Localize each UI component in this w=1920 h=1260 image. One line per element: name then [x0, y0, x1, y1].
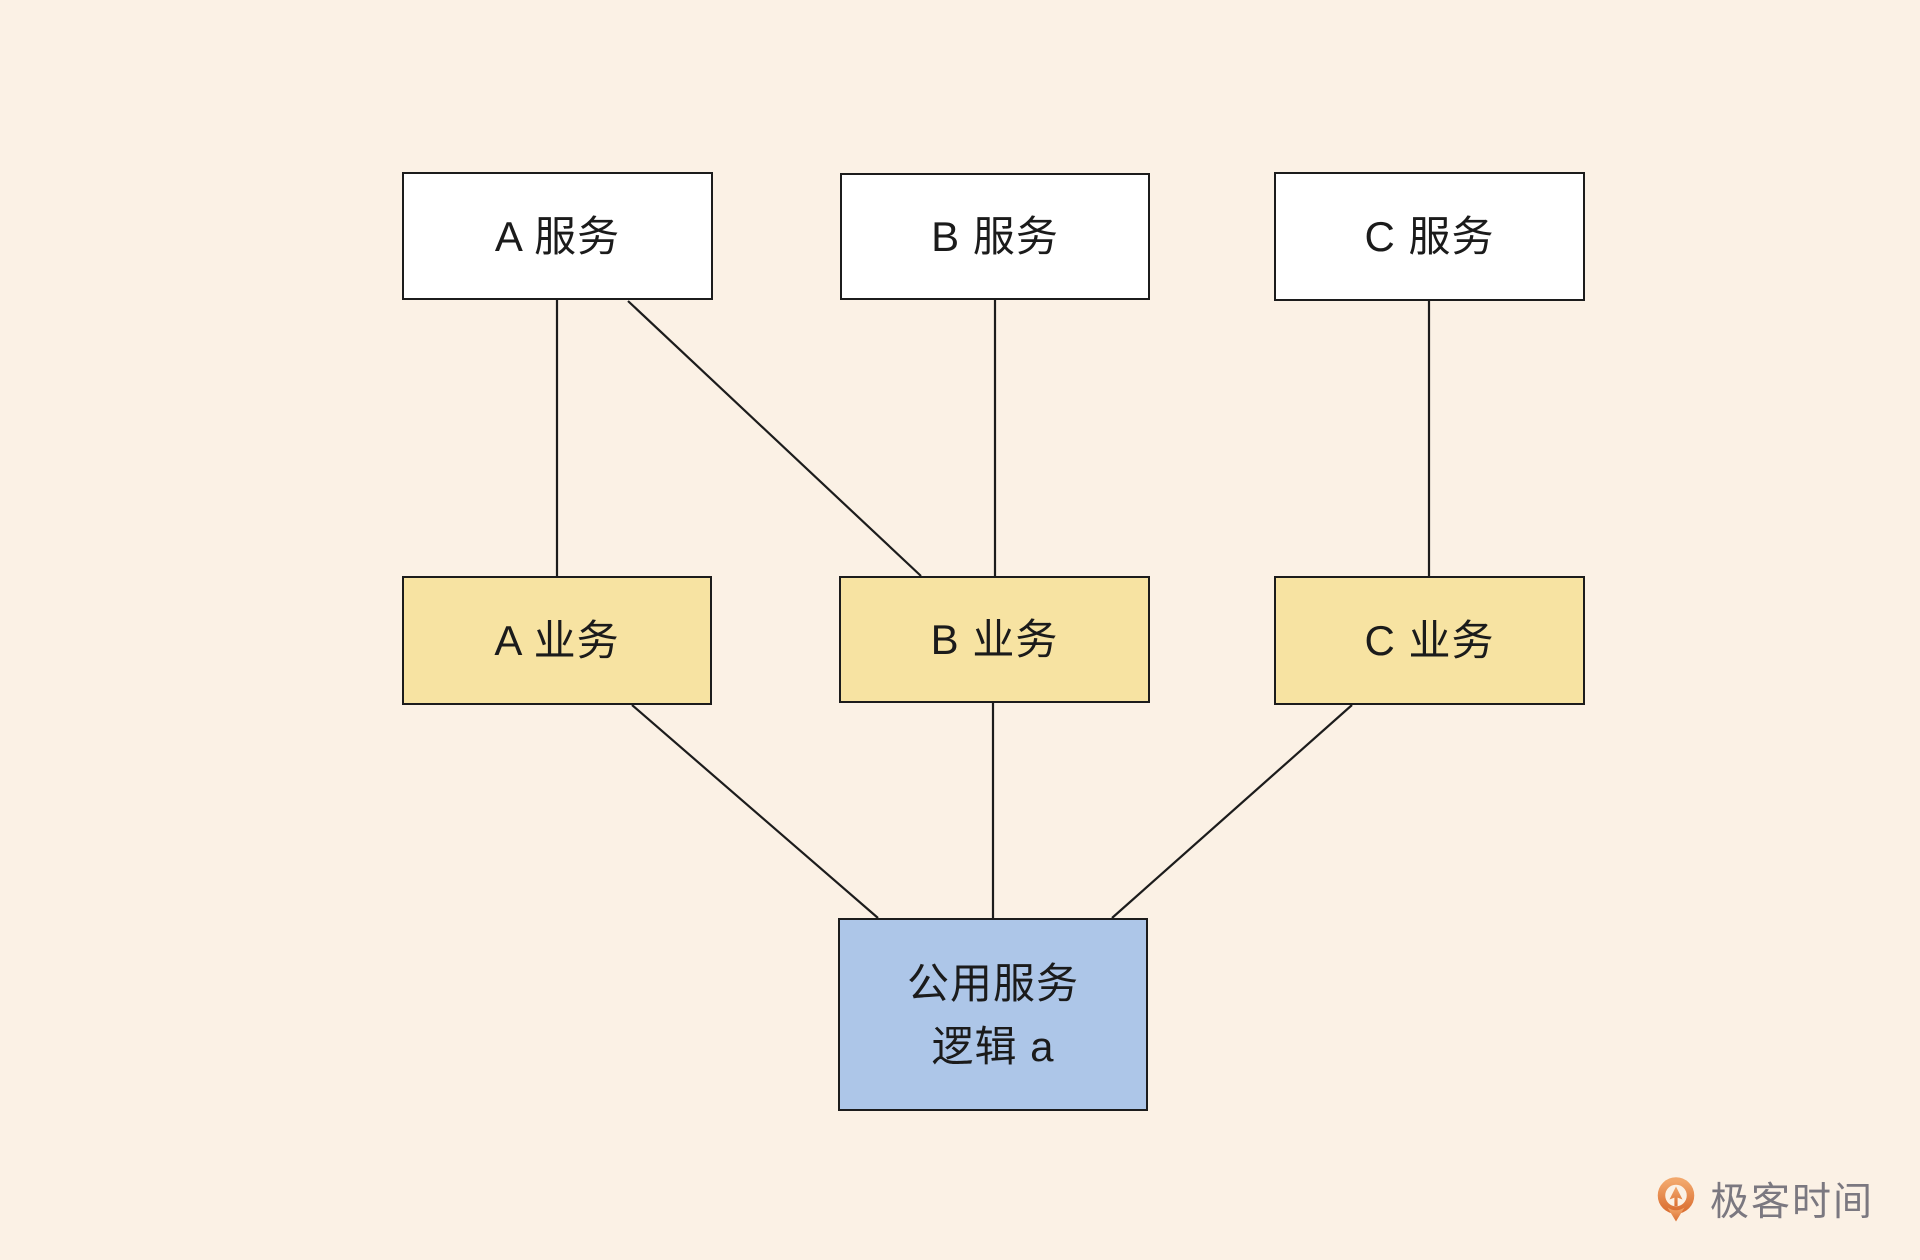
node-service-b: B 服务 [840, 173, 1150, 300]
node-service-c-label: C 服务 [1364, 213, 1495, 260]
node-shared-service-logic-label: 公用服务 逻辑 a [906, 959, 1079, 1070]
node-biz-c-label: C 业务 [1364, 617, 1495, 664]
node-biz-a: A 业务 [402, 576, 712, 705]
edge-service-a-to-biz-b [627, 300, 922, 577]
edge-biz-c-to-shared [1111, 704, 1353, 919]
node-service-c: C 服务 [1274, 172, 1585, 301]
geektime-logo-icon [1657, 1177, 1695, 1222]
node-biz-c: C 业务 [1274, 576, 1585, 705]
node-biz-a-label: A 业务 [494, 617, 620, 664]
node-service-a: A 服务 [402, 172, 713, 300]
edge-biz-a-to-shared [631, 704, 879, 919]
node-biz-b: B 业务 [839, 576, 1150, 703]
node-service-a-label: A 服务 [494, 212, 621, 260]
geektime-logo-text: 极客时间 [1709, 1180, 1874, 1224]
node-service-b-label: B 服务 [931, 213, 1059, 260]
node-biz-b-label: B 业务 [930, 616, 1059, 663]
node-shared-service-logic: 公用服务 逻辑 a [838, 918, 1148, 1111]
geektime-logo: 极客时间 [1656, 1176, 1874, 1228]
